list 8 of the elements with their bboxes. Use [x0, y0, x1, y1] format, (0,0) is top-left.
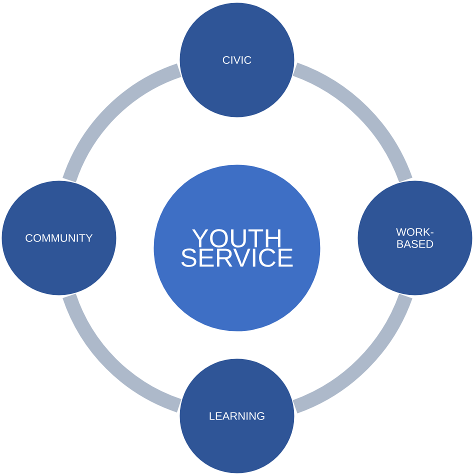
ring-arc — [292, 62, 412, 183]
circle-node: WORK-BASED — [356, 179, 474, 297]
ring-arc — [292, 293, 412, 414]
ring-arc — [62, 64, 182, 183]
ring-arc — [62, 293, 182, 412]
circle-node: COMMUNITY — [0, 179, 118, 297]
circle-node: LEARNING — [178, 357, 296, 474]
circle-node: CIVIC — [178, 1, 296, 119]
